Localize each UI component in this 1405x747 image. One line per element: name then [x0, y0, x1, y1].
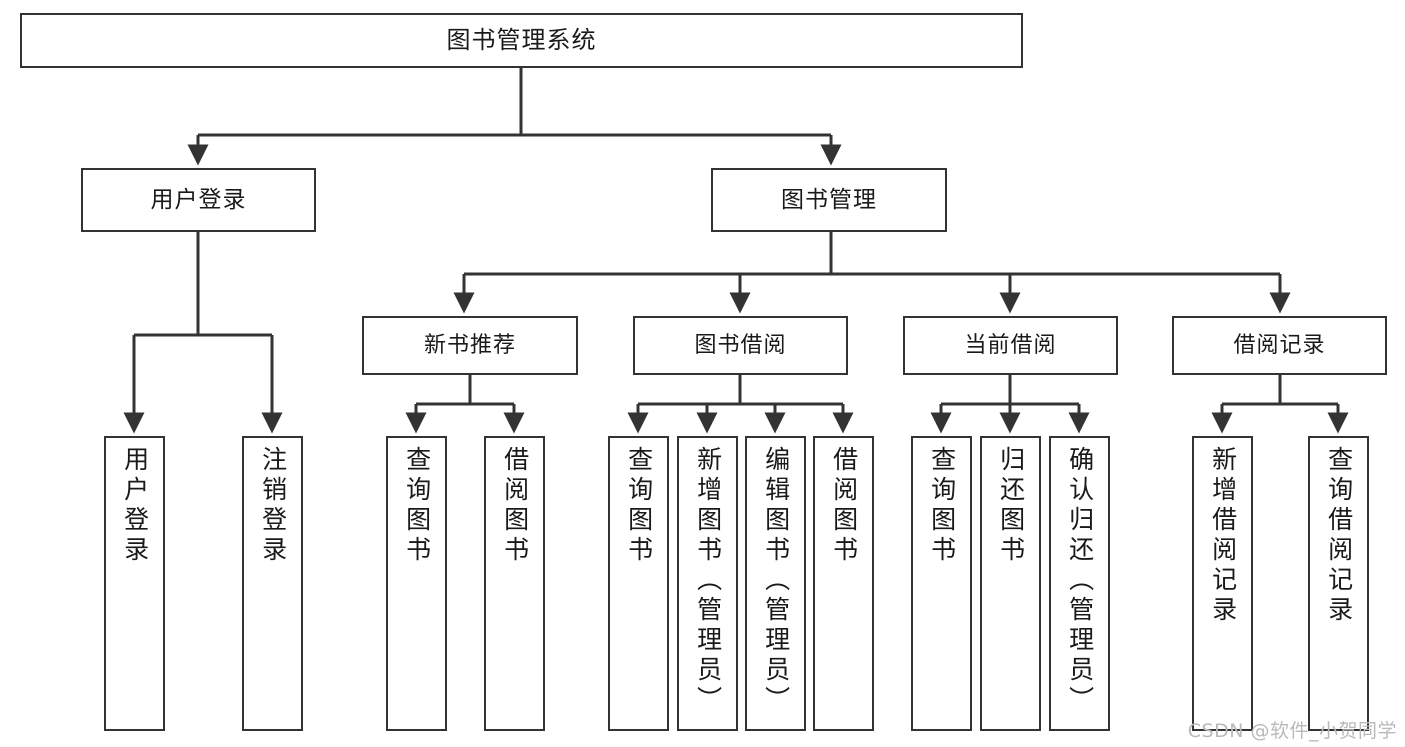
node-book-borrowing[interactable]: 图书借阅	[633, 316, 848, 375]
node-label: 查询图书	[927, 446, 957, 566]
watermark: CSDN @软件_小贺同学	[1187, 720, 1397, 742]
leaf-current-borrow-query-book[interactable]: 查询图书	[911, 436, 972, 731]
leaf-book-borrow-edit-book-admin[interactable]: 编辑图书（管理员）	[745, 436, 806, 731]
leaf-borrow-record-add-record[interactable]: 新增借阅记录	[1192, 436, 1253, 731]
node-label: 归还图书	[996, 446, 1026, 566]
leaf-borrow-record-query-record[interactable]: 查询借阅记录	[1308, 436, 1369, 731]
node-book-management[interactable]: 图书管理	[711, 168, 947, 232]
node-label: 新书推荐	[423, 332, 516, 358]
leaf-book-borrow-borrow-book[interactable]: 借阅图书	[813, 436, 874, 731]
node-label: 当前借阅	[964, 332, 1057, 358]
node-label: 编辑图书（管理员）	[761, 446, 791, 716]
node-label: 用户登录	[150, 186, 247, 213]
node-label: 查询借阅记录	[1324, 446, 1354, 626]
node-user-login[interactable]: 用户登录	[81, 168, 316, 232]
node-root-book-management-system[interactable]: 图书管理系统	[20, 13, 1023, 68]
node-label: 确认归还（管理员）	[1065, 446, 1095, 716]
leaf-book-borrow-add-book-admin[interactable]: 新增图书（管理员）	[677, 436, 738, 731]
node-label: 借阅图书	[829, 446, 859, 566]
node-borrowing-record[interactable]: 借阅记录	[1172, 316, 1387, 375]
node-label: 借阅记录	[1233, 332, 1326, 358]
leaf-current-borrow-confirm-return-admin[interactable]: 确认归还（管理员）	[1049, 436, 1110, 731]
leaf-new-book-borrow-book[interactable]: 借阅图书	[484, 436, 545, 731]
node-label: 注销登录	[258, 446, 288, 566]
leaf-book-borrow-query-book[interactable]: 查询图书	[608, 436, 669, 731]
leaf-current-borrow-return-book[interactable]: 归还图书	[980, 436, 1041, 731]
node-label: 查询图书	[624, 446, 654, 566]
leaf-user-login-logout[interactable]: 注销登录	[242, 436, 303, 731]
node-label: 用户登录	[120, 446, 150, 566]
node-new-book-recommendation[interactable]: 新书推荐	[362, 316, 578, 375]
node-label: 借阅图书	[500, 446, 530, 566]
node-label: 图书管理	[781, 186, 877, 213]
node-current-borrowing[interactable]: 当前借阅	[903, 316, 1118, 375]
node-label: 图书管理系统	[446, 25, 597, 54]
node-label: 新增图书（管理员）	[693, 446, 723, 716]
leaf-user-login-login[interactable]: 用户登录	[104, 436, 165, 731]
node-label: 查询图书	[402, 446, 432, 566]
node-label: 新增借阅记录	[1208, 446, 1238, 626]
node-label: 图书借阅	[694, 332, 787, 358]
leaf-new-book-query-book[interactable]: 查询图书	[386, 436, 447, 731]
